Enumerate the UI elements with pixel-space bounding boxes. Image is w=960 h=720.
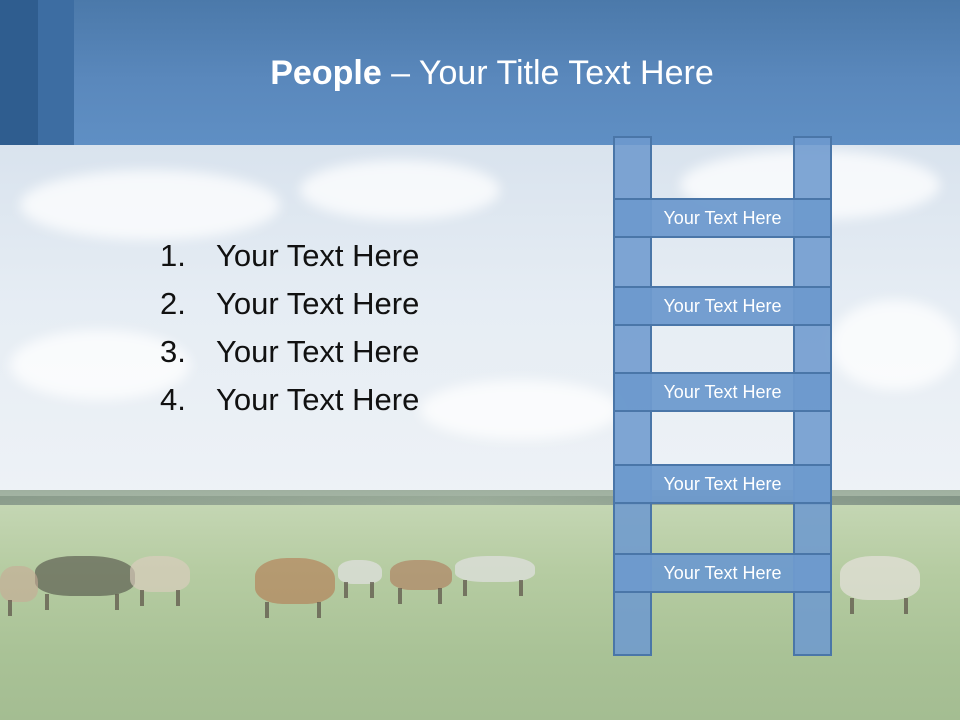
list-item: 3. Your Text Here <box>160 328 419 376</box>
cloud <box>10 330 190 400</box>
cow <box>338 560 382 598</box>
cow <box>390 560 452 604</box>
list-item-number: 4. <box>160 382 186 417</box>
cloud <box>420 380 620 440</box>
title-bold: People <box>270 54 382 92</box>
cloud <box>830 300 960 390</box>
title-rest: – Your Title Text Here <box>381 54 714 92</box>
cow <box>255 558 335 618</box>
list-item-number: 2. <box>160 286 186 321</box>
cow <box>840 556 920 614</box>
list-item-number: 3. <box>160 334 186 369</box>
ladder-rung: Your Text Here <box>613 464 832 504</box>
ladder-rung: Your Text Here <box>613 198 832 238</box>
list-item: 2. Your Text Here <box>160 280 419 328</box>
accent-strip <box>38 0 74 145</box>
list-item-text: Your Text Here <box>216 238 420 273</box>
list-item: 1. Your Text Here <box>160 232 419 280</box>
list-item-text: Your Text Here <box>216 286 420 321</box>
accent-strip <box>0 0 38 145</box>
cow <box>35 556 135 610</box>
cow <box>455 556 535 596</box>
list-item-number: 1. <box>160 238 186 273</box>
ladder-rung: Your Text Here <box>613 286 832 326</box>
list-item-text: Your Text Here <box>216 334 420 369</box>
title-bar: People – Your Title Text Here <box>0 0 960 145</box>
numbered-list: 1. Your Text Here 2. Your Text Here 3. Your… <box>160 232 419 424</box>
cloud <box>20 170 280 240</box>
slide-title: People – Your Title Text Here <box>0 54 960 93</box>
list-item: 4. Your Text Here <box>160 376 419 424</box>
ladder-rung: Your Text Here <box>613 372 832 412</box>
cloud <box>300 160 500 220</box>
cow <box>130 556 190 606</box>
cow <box>0 566 38 616</box>
list-item-text: Your Text Here <box>216 382 420 417</box>
ladder-rung: Your Text Here <box>613 553 832 593</box>
